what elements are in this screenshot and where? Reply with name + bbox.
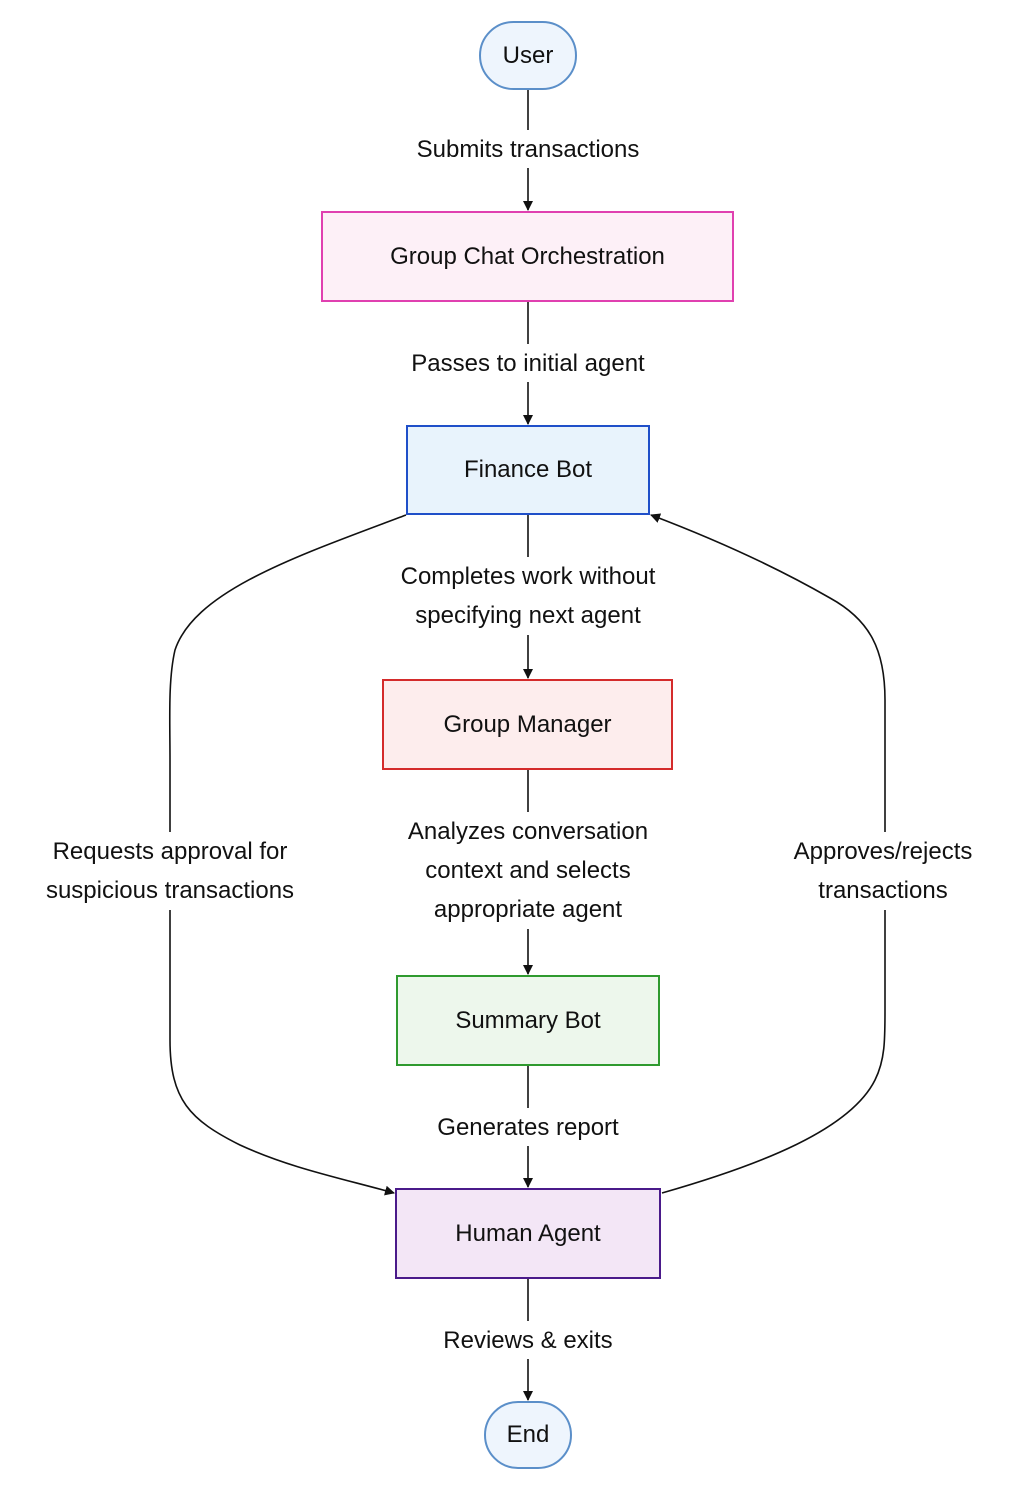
node-group-chat-orchestration-label: Group Chat Orchestration: [390, 242, 665, 270]
edge-label-completes: Completes work without specifying next a…: [367, 557, 689, 635]
edge-label-analyzes-line-2: context and selects: [425, 857, 631, 884]
edge-label-approves-line-1: Approves/rejects: [793, 838, 973, 865]
edge-label-generates-text: Generates report: [437, 1113, 619, 1141]
node-finance-bot-label: Finance Bot: [463, 456, 593, 483]
edge-label-approves: Approves/rejects transactions: [770, 832, 996, 910]
edge-label-passes-text: Passes to initial agent: [411, 349, 645, 377]
edge-finance-to-human: [168, 514, 407, 1196]
node-user-label: User: [502, 41, 554, 69]
node-human-agent-label: Human Agent: [455, 1219, 601, 1247]
edge-label-reviews-text: Reviews & exits: [443, 1326, 613, 1354]
edge-label-approves-line-2: transactions: [818, 877, 948, 904]
edge-label-submits-text: Submits transactions: [416, 135, 640, 163]
edge-label-generates: Generates report: [417, 1108, 639, 1146]
node-summary-bot: Summary Bot: [396, 975, 660, 1066]
node-end-label: End: [506, 1421, 550, 1448]
node-finance-bot: Finance Bot: [406, 425, 650, 515]
edge-label-passes: Passes to initial agent: [388, 344, 668, 382]
edge-label-completes-line-1: Completes work without: [400, 563, 656, 590]
edge-label-completes-line-2: specifying next agent: [415, 602, 641, 629]
node-user: User: [479, 21, 577, 90]
edge-label-requests-line-2: suspicious transactions: [45, 877, 295, 904]
edge-label-requests-line-1: Requests approval for: [52, 838, 288, 865]
edge-human-to-finance: [650, 513, 886, 1194]
edge-label-analyzes: Analyzes conversation context and select…: [366, 812, 690, 929]
edge-label-reviews: Reviews & exits: [426, 1321, 630, 1359]
node-group-chat-orchestration: Group Chat Orchestration: [321, 211, 734, 302]
node-summary-bot-label: Summary Bot: [455, 1006, 601, 1034]
node-group-manager: Group Manager: [382, 679, 673, 770]
edge-label-requests: Requests approval for suspicious transac…: [12, 832, 328, 910]
edge-label-analyzes-line-1: Analyzes conversation: [407, 818, 649, 845]
edge-label-submits: Submits transactions: [393, 130, 663, 168]
edge-label-analyzes-line-3: appropriate agent: [433, 896, 623, 923]
node-end: End: [484, 1401, 572, 1469]
node-human-agent: Human Agent: [395, 1188, 661, 1279]
node-group-manager-label: Group Manager: [443, 710, 612, 738]
